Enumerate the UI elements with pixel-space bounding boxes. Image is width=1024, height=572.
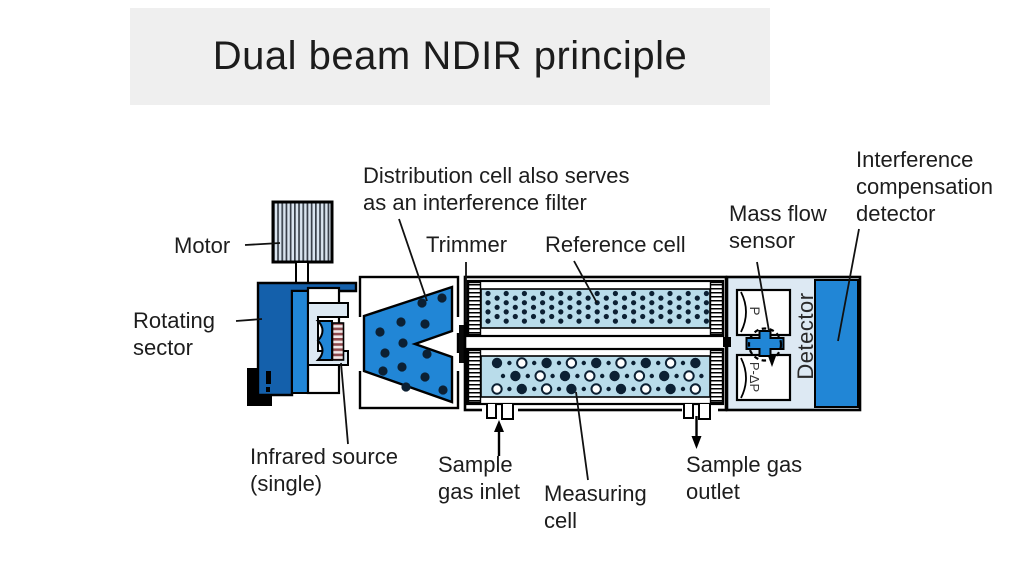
label-sample-gas-inlet: Sample gas inlet bbox=[438, 452, 520, 504]
mount-bracket bbox=[247, 368, 272, 406]
label-infrared-source: Infrared source (single) bbox=[250, 444, 398, 496]
gas-flow-arrows bbox=[494, 416, 702, 456]
cell-window-grating bbox=[709, 281, 724, 336]
outlet-port bbox=[698, 404, 711, 420]
outlet-port bbox=[683, 404, 694, 419]
measuring-cell bbox=[465, 347, 725, 420]
interference-compensation-detector bbox=[814, 279, 859, 408]
label-trimmer: Trimmer bbox=[426, 232, 508, 257]
slide-title: Dual beam NDIR principle bbox=[212, 34, 688, 78]
inlet-port bbox=[486, 404, 497, 419]
leader-lines bbox=[235, 218, 860, 481]
rotating-sector bbox=[247, 281, 358, 406]
label-pressure-p-delta-p: P-ΔP bbox=[747, 361, 762, 393]
distribution-cell bbox=[357, 275, 462, 410]
title-banner: Dual beam NDIR principle bbox=[130, 8, 770, 105]
label-sample-gas-outlet: Sample gas outlet bbox=[686, 452, 803, 504]
cell-window-grating bbox=[467, 281, 482, 336]
outlet-arrow bbox=[691, 436, 702, 449]
label-motor: Motor bbox=[174, 233, 231, 258]
label-mass-flow-sensor: Mass flow sensor bbox=[729, 201, 827, 253]
label-measuring-cell: Measuring cell bbox=[544, 481, 647, 533]
label-interference-detector: Interference compensation detector bbox=[856, 147, 993, 226]
inlet-arrow bbox=[494, 420, 504, 432]
label-reference-cell: Reference cell bbox=[545, 232, 686, 257]
label-pressure-p: P bbox=[747, 306, 762, 316]
measuring-chamber bbox=[735, 353, 792, 402]
reference-cell bbox=[465, 279, 725, 338]
detector bbox=[723, 275, 862, 412]
label-distribution-cell: Distribution cell also serves as an inte… bbox=[363, 163, 630, 215]
label-detector-vertical: Detector bbox=[793, 292, 818, 380]
flow-arrow bbox=[768, 356, 776, 367]
infrared-source bbox=[331, 322, 345, 361]
cell-window-grating bbox=[709, 349, 724, 404]
inlet-port bbox=[501, 404, 514, 420]
label-rotating-sector: Rotating sector bbox=[133, 308, 215, 360]
cell-window-grating bbox=[467, 349, 482, 404]
motor bbox=[271, 200, 334, 285]
mass-flow-sensor bbox=[745, 327, 785, 367]
